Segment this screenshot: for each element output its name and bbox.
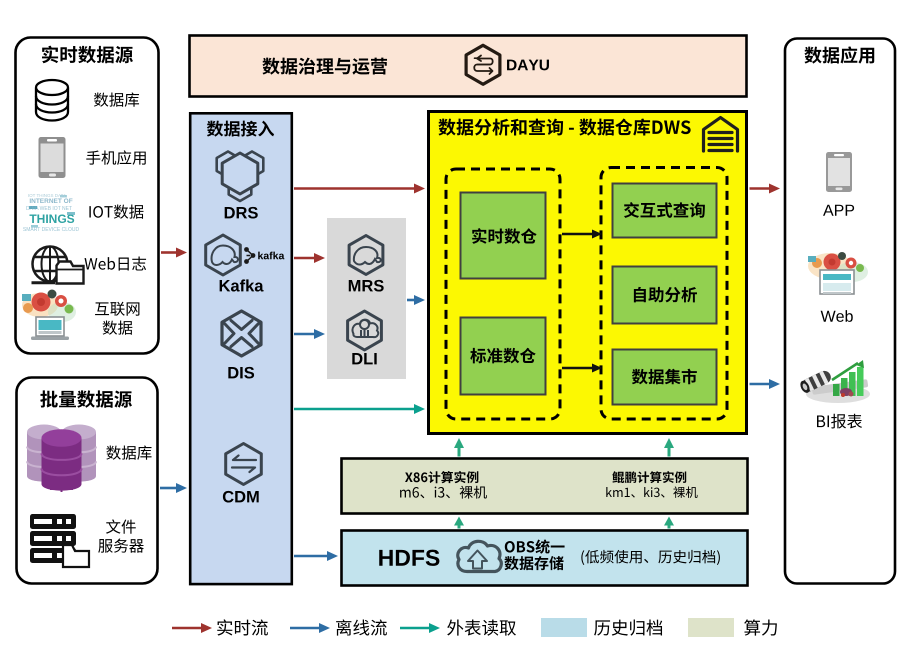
svg-text:INTERNET OF: INTERNET OF xyxy=(29,198,72,205)
svg-text:THINGS: THINGS xyxy=(29,212,74,226)
svg-text:DATA WEB IOT NET: DATA WEB IOT NET xyxy=(26,206,72,212)
svg-text:SMART DEVICE CLOUD: SMART DEVICE CLOUD xyxy=(23,227,80,233)
svg-text:IOT THINGS DATA: IOT THINGS DATA xyxy=(28,193,66,198)
